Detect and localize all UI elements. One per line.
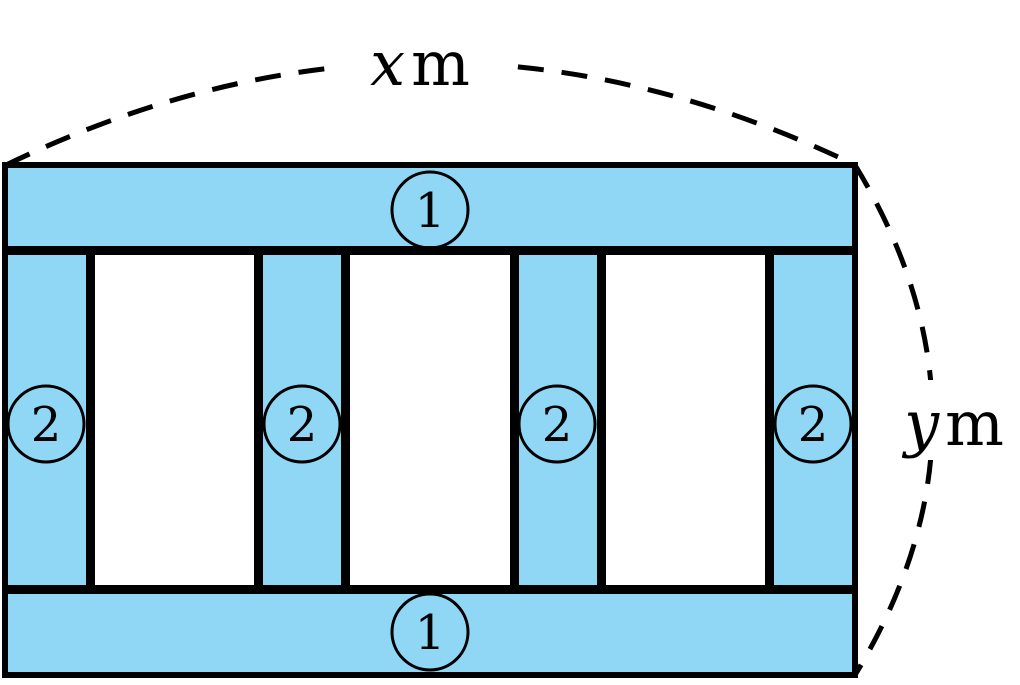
label-post-1: 2 [6, 384, 86, 464]
open-panel-1 [89, 249, 260, 591]
open-panel-3 [600, 249, 771, 591]
label-bottom-beam: 1 [390, 592, 470, 672]
svg-text:2: 2 [287, 397, 318, 453]
label-top-beam: 1 [390, 170, 470, 250]
svg-text:2: 2 [31, 397, 62, 453]
bottom-beam [2, 588, 858, 678]
open-panel-2 [344, 249, 516, 591]
width-label: xm [370, 27, 470, 100]
post-3 [513, 249, 603, 591]
post-4 [768, 249, 858, 591]
label-post-2: 2 [262, 384, 342, 464]
svg-text:2: 2 [542, 397, 573, 453]
svg-text:2: 2 [798, 397, 829, 453]
post-1 [2, 249, 92, 591]
label-post-4: 2 [773, 384, 853, 464]
top-beam [2, 162, 858, 252]
svg-text:1: 1 [415, 605, 446, 661]
label-post-3: 2 [517, 384, 597, 464]
svg-text:1: 1 [415, 183, 446, 239]
height-label: ym [901, 387, 1004, 460]
post-2 [257, 249, 347, 591]
